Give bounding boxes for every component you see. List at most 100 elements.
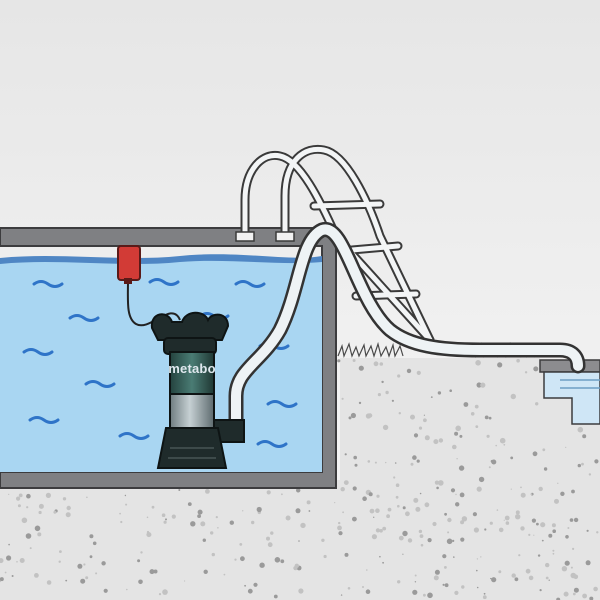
gravel-speck	[11, 575, 14, 577]
gravel-speck	[416, 459, 420, 463]
pump-body	[169, 351, 215, 397]
gravel-speck	[251, 520, 255, 525]
gravel-speck	[369, 508, 375, 514]
gravel-speck	[0, 558, 4, 564]
gravel-speck	[423, 593, 426, 597]
gravel-speck	[514, 577, 519, 582]
gravel-speck	[476, 569, 478, 572]
gravel-speck	[21, 517, 28, 524]
gravel-speck	[545, 562, 550, 568]
gravel-speck	[537, 554, 541, 557]
gravel-speck	[528, 575, 534, 581]
gravel-speck	[26, 493, 31, 499]
gravel-speck	[488, 416, 492, 420]
gravel-speck	[92, 541, 97, 546]
gravel-speck	[161, 513, 166, 517]
gravel-speck	[4, 571, 7, 574]
gravel-speck	[434, 480, 439, 485]
gravel-speck	[337, 525, 342, 531]
gravel-speck	[337, 359, 341, 363]
gravel-speck	[323, 554, 327, 559]
gravel-speck	[573, 587, 579, 593]
gravel-speck	[459, 492, 465, 498]
gravel-speck	[385, 461, 387, 464]
gravel-speck	[444, 512, 447, 516]
gravel-speck	[589, 596, 594, 600]
gravel-speck	[391, 399, 394, 402]
gravel-speck	[298, 588, 304, 594]
gravel-speck	[354, 463, 358, 467]
gravel-speck	[405, 511, 410, 517]
gravel-speck	[308, 510, 311, 512]
gravel-speck	[564, 560, 570, 566]
gravel-speck	[460, 537, 465, 542]
gravel-speck	[59, 550, 62, 553]
gravel-speck	[34, 525, 41, 532]
gravel-speck	[459, 434, 463, 438]
gravel-speck	[124, 494, 127, 497]
gravel-speck	[352, 516, 357, 522]
gravel-speck	[151, 505, 155, 509]
gravel-speck	[8, 543, 10, 546]
gravel-speck	[447, 517, 452, 523]
gravel-speck	[556, 597, 561, 600]
gravel-speck	[280, 559, 285, 564]
pool-wall	[0, 227, 337, 489]
gravel-speck	[418, 529, 423, 534]
gravel-speck	[419, 492, 422, 495]
gravel-speck	[470, 412, 475, 416]
gravel-speck	[367, 460, 371, 463]
gravel-speck	[450, 488, 456, 493]
gravel-speck	[163, 520, 167, 524]
gravel-speck	[463, 402, 469, 407]
gravel-speck	[413, 433, 419, 438]
gravel-speck	[407, 538, 413, 543]
gravel-speck	[77, 563, 83, 569]
gravel-speck	[16, 496, 21, 501]
gravel-speck	[217, 527, 219, 529]
gravel-speck	[582, 593, 587, 599]
gravel-speck	[266, 490, 271, 495]
gravel-speck	[480, 382, 486, 388]
gravel-speck	[229, 520, 234, 525]
gravel-speck	[418, 426, 423, 430]
gravel-speck	[452, 539, 455, 543]
gravel-speck	[414, 581, 417, 583]
gravel-speck	[210, 531, 214, 535]
gravel-speck	[347, 587, 351, 590]
gravel-speck	[29, 547, 32, 550]
gravel-speck	[515, 510, 520, 515]
gravel-speck	[242, 510, 244, 512]
gravel-speck	[340, 594, 343, 596]
gravel-speck	[379, 529, 383, 533]
gravel-speck	[256, 506, 262, 513]
gravel-speck	[398, 412, 401, 415]
gravel-speck	[442, 554, 447, 559]
gravel-speck	[371, 534, 377, 540]
gravel-speck	[446, 538, 453, 545]
gravel-speck	[491, 577, 497, 583]
gravel-speck	[454, 590, 459, 596]
gravel-speck	[483, 592, 486, 595]
gravel-speck	[398, 535, 404, 541]
gravel-speck	[306, 500, 311, 505]
gravel-speck	[270, 531, 274, 535]
gravel-speck	[572, 592, 576, 596]
gravel-speck	[375, 528, 380, 533]
gravel-speck	[528, 533, 531, 537]
gravel-speck	[187, 502, 192, 506]
gravel-speck	[146, 530, 150, 534]
gravel-speck	[456, 458, 458, 460]
gravel-speck	[552, 549, 555, 552]
gravel-speck	[37, 532, 42, 537]
gravel-speck	[476, 558, 479, 560]
gravel-speck	[274, 557, 281, 563]
gravel-speck	[424, 502, 430, 508]
gravel-speck	[281, 493, 283, 496]
gravel-speck	[138, 579, 143, 585]
gravel-speck	[62, 497, 67, 501]
gravel-speck	[205, 489, 210, 494]
gravel-speck	[434, 569, 440, 575]
gravel-speck	[510, 488, 512, 490]
gravel-speck	[419, 534, 424, 538]
